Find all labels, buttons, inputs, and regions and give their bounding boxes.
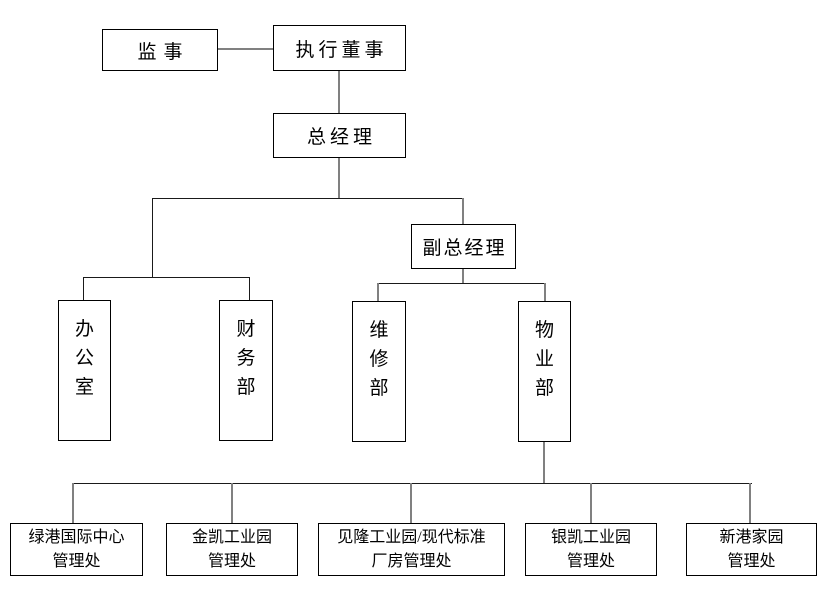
connector-dgm-in xyxy=(462,198,464,225)
node-executive-director-label: 执行董事 xyxy=(295,39,388,61)
node-maintenance-dept-label: 维修部 xyxy=(369,320,389,399)
node-label-line2: 管理处 xyxy=(207,552,256,570)
connector-director-gm xyxy=(338,71,340,114)
connector-gm-drop xyxy=(338,158,340,199)
node-label-line1: 绿港国际中心 xyxy=(28,528,125,546)
node-office: 办公室 xyxy=(58,300,111,441)
connector-left-branch-drop xyxy=(152,198,153,278)
node-deputy-general-manager: 副总经理 xyxy=(411,224,516,269)
node-label-line1: 新港家园 xyxy=(719,528,784,546)
node-label-line1: 见隆工业园/现代标准 xyxy=(337,528,486,546)
node-finance-dept-label: 财务部 xyxy=(236,319,256,398)
node-property-dept: 物业部 xyxy=(518,301,571,442)
connector-xingang-stub xyxy=(749,483,751,523)
node-label-line2: 管理处 xyxy=(52,552,101,570)
connector-finance-stub xyxy=(249,277,250,301)
node-supervisor: 监事 xyxy=(102,29,218,71)
node-general-manager-label: 总经理 xyxy=(306,127,376,148)
node-jinkai-industrial-park-office: 金凯工业园 管理处 xyxy=(166,523,298,576)
connector-yinkai-stub xyxy=(590,483,592,523)
connector-gm-branch-h xyxy=(152,198,464,199)
node-finance-dept: 财务部 xyxy=(219,300,273,441)
connector-bottom-h xyxy=(73,483,752,484)
connector-property-drop xyxy=(543,442,545,484)
connector-jinkai-stub xyxy=(231,483,233,523)
node-general-manager: 总经理 xyxy=(273,113,406,158)
connector-dgm-out xyxy=(462,269,464,284)
node-jianlong-modern-standard-office: 见隆工业园/现代标准 厂房管理处 xyxy=(318,523,505,576)
connector-jianlong-stub xyxy=(410,483,412,523)
node-label-line1: 银凯工业园 xyxy=(550,528,631,546)
connector-maintenance-stub xyxy=(377,283,379,302)
connector-property-stub xyxy=(544,283,546,302)
node-lvgang-intl-center-office: 绿港国际中心 管理处 xyxy=(10,523,143,576)
connector-dgm-branch-h xyxy=(377,283,546,284)
node-label-line2: 管理处 xyxy=(727,552,776,570)
connector-left-branch-h xyxy=(83,277,250,278)
node-yinkai-industrial-park-office: 银凯工业园 管理处 xyxy=(525,523,657,576)
node-executive-director: 执行董事 xyxy=(273,25,406,71)
node-label-line2: 厂房管理处 xyxy=(371,552,452,570)
node-office-label: 办公室 xyxy=(74,319,94,398)
node-xingang-homeland-office: 新港家园 管理处 xyxy=(686,523,817,576)
node-supervisor-label: 监事 xyxy=(137,41,190,63)
node-maintenance-dept: 维修部 xyxy=(352,301,406,442)
connector-supervisor-director xyxy=(218,48,273,50)
node-label-line2: 管理处 xyxy=(566,552,615,570)
node-label-line1: 金凯工业园 xyxy=(191,528,272,546)
connector-office-stub xyxy=(83,277,84,301)
connector-lvgang-stub xyxy=(72,483,74,523)
node-property-dept-label: 物业部 xyxy=(534,320,554,399)
node-deputy-general-manager-label: 副总经理 xyxy=(422,238,507,259)
